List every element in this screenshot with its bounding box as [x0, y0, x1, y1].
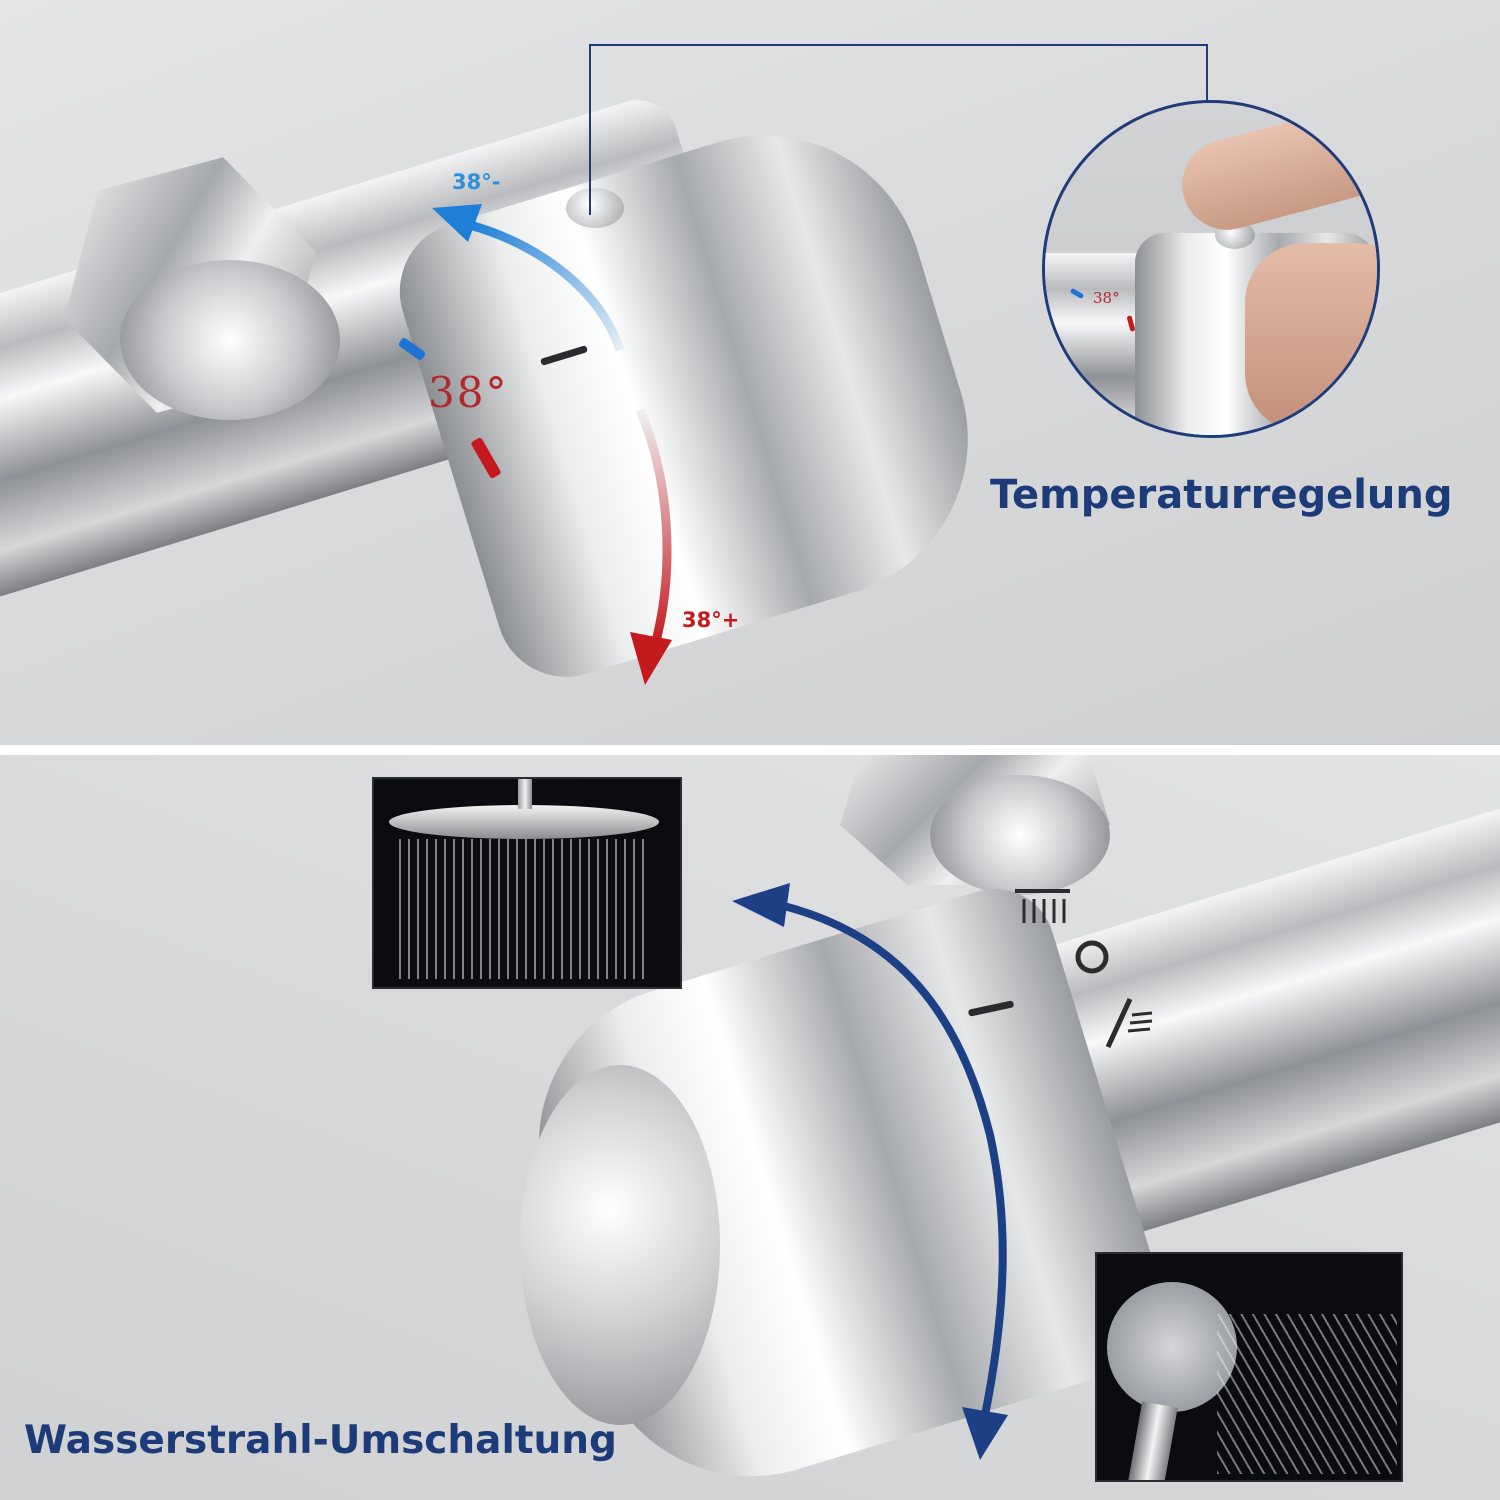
hand-shower-head [1107, 1282, 1237, 1412]
temperature-heading: Temperaturregelung [990, 472, 1453, 518]
safety-button[interactable] [566, 188, 624, 228]
off-circle-icon [1075, 940, 1109, 974]
knob-end-face [520, 1065, 720, 1425]
shower-arm [518, 779, 532, 809]
spray-mode-heading: Wasserstrahl-Umschaltung [24, 1418, 617, 1463]
hand-shower-icon [1105, 997, 1153, 1049]
dial-temperature-label: 38° [428, 368, 509, 417]
spray-mode-panel: Wasserstrahl-Umschaltung [0, 755, 1500, 1500]
nut-ring-bottom [930, 775, 1110, 895]
hot-direction-label: 38°+ [682, 608, 740, 632]
section-divider [0, 745, 1500, 755]
finger [1172, 103, 1377, 240]
hand-shower-photo [1095, 1252, 1403, 1482]
cold-arrow [468, 220, 625, 352]
rain-shower-head [389, 805, 659, 839]
detail-inset: 38° [1042, 100, 1380, 438]
hand-shower-spray [1217, 1314, 1397, 1474]
arrowhead-down [962, 1407, 1008, 1460]
hand [1245, 243, 1377, 433]
hot-arrowhead [630, 632, 672, 685]
rain-shower-icon [1015, 889, 1070, 923]
rotation-arrows [432, 44, 1208, 685]
callout-line [589, 44, 1208, 215]
temperature-panel: 38° 38°- 38°+ [0, 0, 1500, 745]
hot-arrow [635, 408, 672, 647]
rain-shower-photo [372, 777, 682, 989]
cold-arrowhead [432, 204, 482, 242]
water-stream [399, 839, 649, 979]
inset-temperature-label: 38° [1093, 289, 1120, 307]
hand-shower-handle [1128, 1401, 1178, 1480]
cold-direction-label: 38°- [452, 170, 501, 194]
arrowhead-up [732, 883, 790, 927]
mode-rotation-arrow [732, 883, 1008, 1460]
nut-ring [120, 260, 340, 420]
